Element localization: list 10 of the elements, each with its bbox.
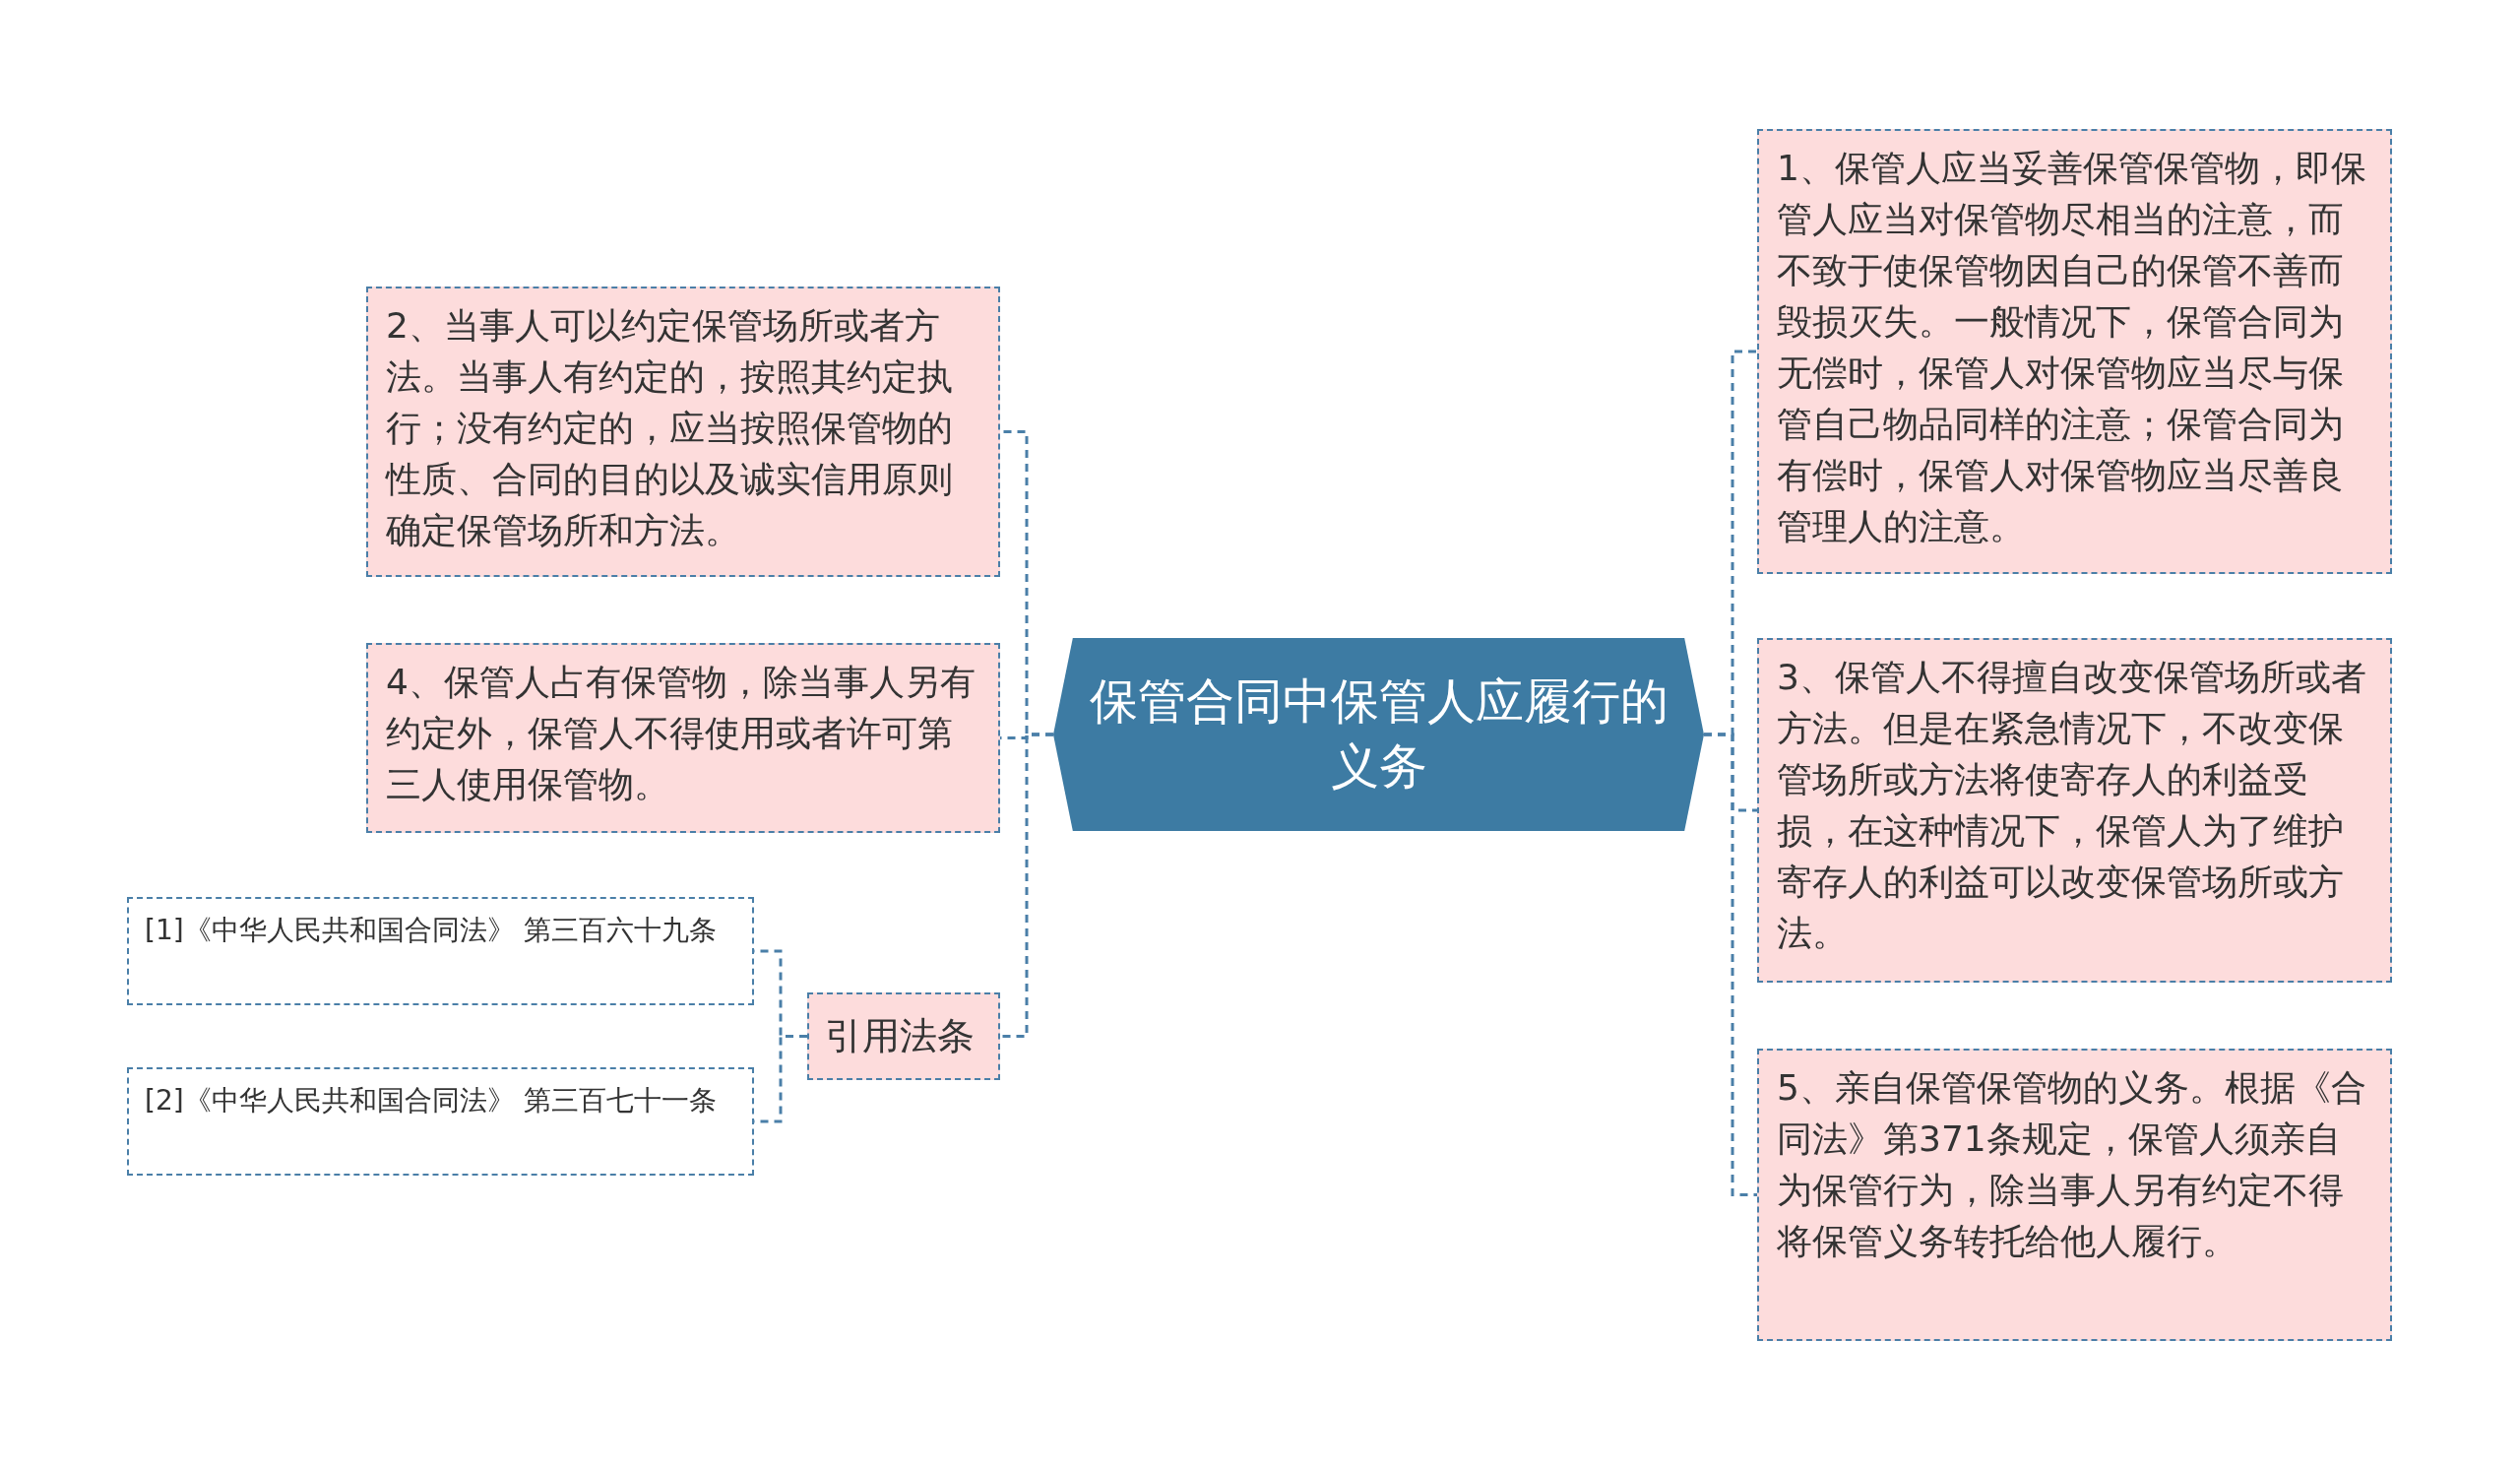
topic-box: 4、保管人占有保管物，除当事人另有约定外，保管人不得使用或者许可第三人使用保管物。 [366, 643, 1000, 833]
reference-box: [1]《中华人民共和国合同法》 第三百六十九条 [127, 897, 754, 1005]
topic-box: 3、保管人不得擅自改变保管场所或者方法。但是在紧急情况下，不改变保管场所或方法将使寄存人的利益受损，在这种情况下，保管人为了维护寄存人的利益可以改变保管场所或方法。 [1757, 638, 2392, 983]
reference-box: [2]《中华人民共和国合同法》 第三百七十一条 [127, 1067, 754, 1176]
connector-line [1704, 733, 1757, 1196]
topic-box: 5、亲自保管保管物的义务。根据《合同法》第371条规定，保管人须亲自为保管行为，除当事人另有约定不得将保管义务转托给他人履行。 [1757, 1049, 2392, 1341]
connector-line [1000, 733, 1053, 1038]
topic-box: 2、当事人可以约定保管场所或者方法。当事人有约定的，按照其约定执行；没有约定的，应当按照保管物的性质、合同的目的以及诚实信用原则确定保管场所和方法。 [366, 287, 1000, 577]
topic-box: 1、保管人应当妥善保管保管物，即保管人应当对保管物尽相当的注意，而不致于使保管物因自己的保管不善而毁损灭失。一般情况下，保管合同为无偿时，保管人对保管物应当尽与保管自己物品同样的注意；保管合同为有偿时，保管人对保管物应当尽善良管理人的注意。 [1757, 129, 2392, 574]
topic-box: 引用法条 [807, 992, 1000, 1080]
